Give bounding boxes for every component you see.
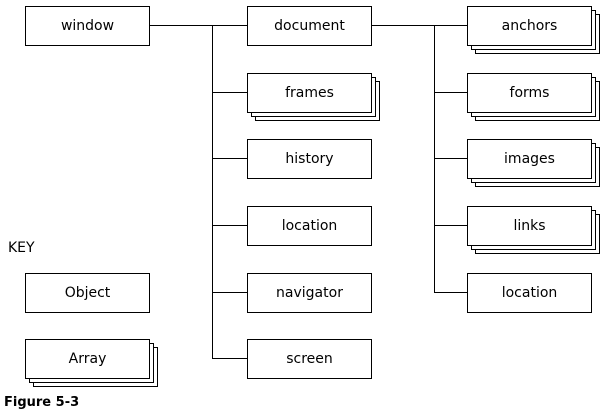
node-box: anchors bbox=[467, 6, 592, 46]
connector-line bbox=[212, 225, 247, 226]
connector-line bbox=[434, 225, 467, 226]
figure-caption: Figure 5-3 bbox=[4, 395, 80, 410]
connector-line bbox=[434, 92, 467, 93]
connector-line bbox=[434, 158, 467, 159]
node-box: Object bbox=[25, 273, 150, 313]
node-box: Array bbox=[25, 339, 150, 379]
connector-line bbox=[212, 358, 247, 359]
node-box: window bbox=[25, 6, 150, 46]
node-box: navigator bbox=[247, 273, 372, 313]
node-box: links bbox=[467, 206, 592, 246]
connector-line bbox=[371, 25, 467, 26]
node-box: history bbox=[247, 139, 372, 179]
key-title: KEY bbox=[8, 240, 35, 256]
connector-line bbox=[212, 92, 247, 93]
connector-line bbox=[434, 292, 467, 293]
node-box: screen bbox=[247, 339, 372, 379]
connector-line bbox=[150, 25, 247, 26]
node-box: document bbox=[247, 6, 372, 46]
node-box: images bbox=[467, 139, 592, 179]
node-box: location bbox=[247, 206, 372, 246]
connector-line bbox=[212, 292, 247, 293]
node-box: frames bbox=[247, 73, 372, 113]
connector-line bbox=[212, 158, 247, 159]
node-box: location bbox=[467, 273, 592, 313]
connector-line bbox=[212, 25, 213, 358]
node-box: forms bbox=[467, 73, 592, 113]
